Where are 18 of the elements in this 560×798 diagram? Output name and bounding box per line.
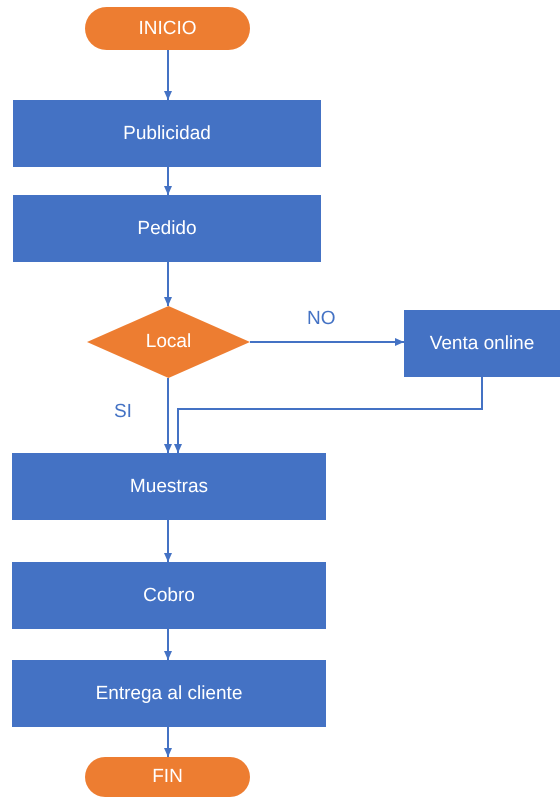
arrow [164,262,172,306]
process-box: Cobro [12,562,326,629]
arrow [164,167,172,195]
arrow [164,727,172,757]
process-box: Publicidad [13,100,321,167]
arrow [174,377,483,453]
process-box: Pedido [13,195,321,262]
decision-diamond: Local [87,306,250,378]
terminal-pill: FIN [85,757,250,797]
arrow [164,378,172,453]
arrow [164,520,172,562]
process-box: Muestras [12,453,326,520]
process-box: Venta online [404,310,560,377]
terminal-pill: INICIO [85,7,250,50]
arrow [250,338,404,346]
arrow [164,50,172,100]
arrow [164,629,172,660]
process-box: Entrega al cliente [12,660,326,727]
